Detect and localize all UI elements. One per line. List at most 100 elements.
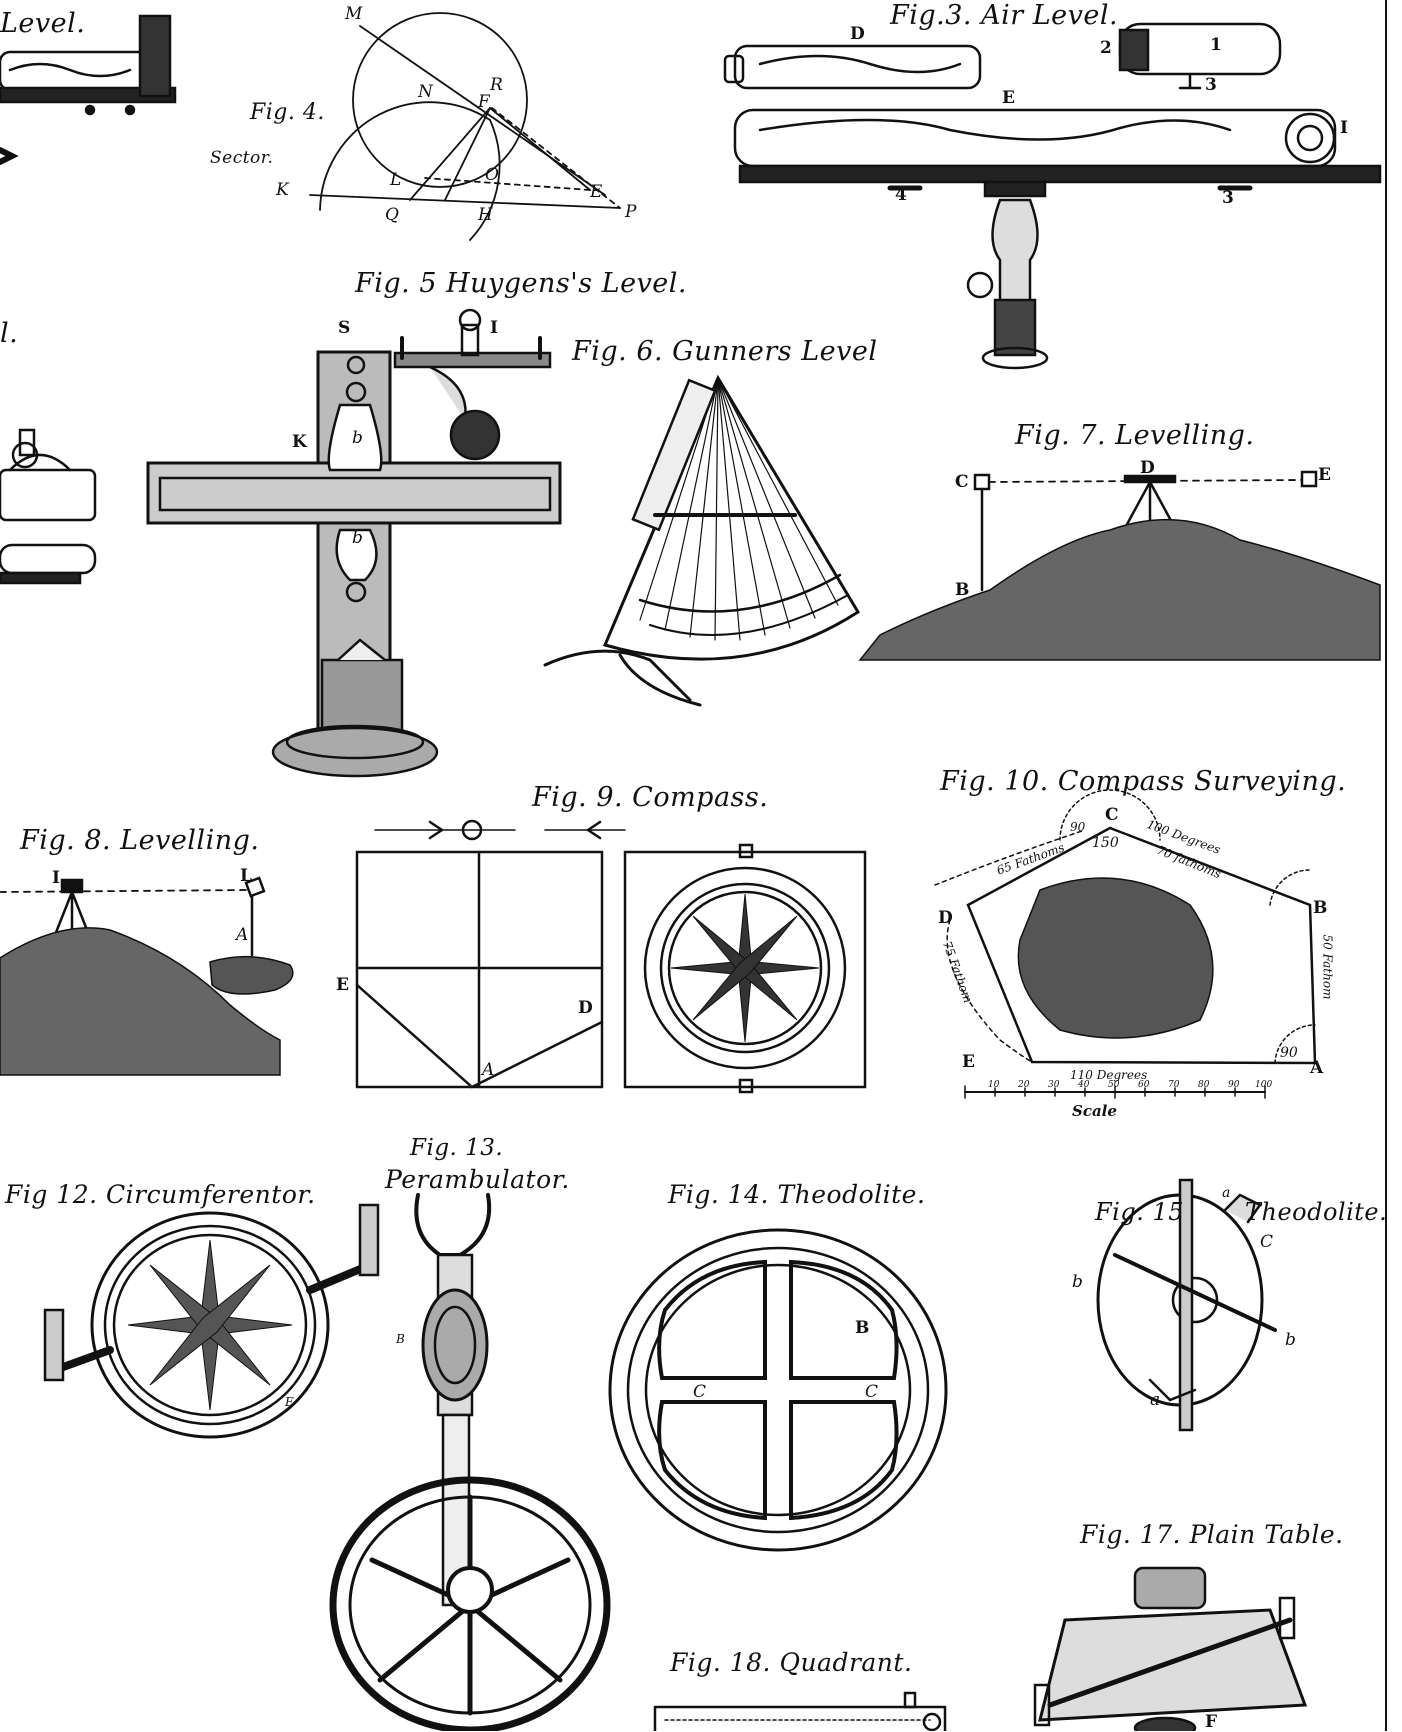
fig3-label-2: 2 [1100, 38, 1112, 58]
fig2-caption: l. [0, 318, 19, 349]
fig3-label-1: 1 [1210, 35, 1222, 55]
fig15-label-a1: a [1222, 1185, 1231, 1201]
fig4-label-p: P [625, 202, 637, 222]
fig10-angle-90-right: 90 [1280, 1045, 1298, 1061]
plate-border [1385, 0, 1387, 1731]
fig1-caption: Level. [0, 8, 86, 39]
fig3-label-4: 4 [895, 185, 907, 205]
fig7-caption: Fig. 7. Levelling. [1015, 420, 1255, 451]
fig8-label-i: I [52, 868, 60, 888]
fig15-label-a2: a [1150, 1390, 1161, 1410]
fig12-caption: Fig 12. Circumferentor. [5, 1180, 316, 1209]
fig13-label-b: B [396, 1332, 405, 1346]
fig8-label-a: A [236, 925, 249, 945]
fig4-subcaption: Sector. [210, 148, 274, 168]
fig9-caption: Fig. 9. Compass. [532, 782, 769, 813]
fig10-scale-tick-30: 30 [1048, 1080, 1060, 1090]
fig3-caption: Fig.3. Air Level. [890, 0, 1119, 31]
fig10-scale-tick-70: 70 [1168, 1080, 1180, 1090]
fig10-deg-110: 110 Degrees [1070, 1068, 1148, 1082]
fig3-air-level [723, 22, 1382, 370]
fig10-scale-tick-100: 100 [1255, 1080, 1273, 1090]
fig10-scale-tick-10: 10 [988, 1080, 1000, 1090]
fig9-label-d: D [578, 998, 593, 1018]
fig5-label-b1: b [352, 428, 363, 448]
fig17-caption: Fig. 17. Plain Table. [1080, 1520, 1344, 1549]
fig9-compass [355, 819, 867, 1094]
fig7-label-e: E [1318, 465, 1331, 485]
fig10-scale-label: Scale [1072, 1102, 1117, 1120]
fig10-label-d: D [938, 908, 953, 928]
fig4-label-m: M [345, 4, 363, 24]
fig10-label-b: B [1313, 898, 1328, 918]
fig4-label-n: N [418, 82, 433, 102]
fig9-label-a: A [482, 1060, 495, 1080]
fig5-label-i: I [490, 318, 498, 338]
fig5-label-k: K [292, 432, 307, 452]
fig14-caption: Fig. 14. Theodolite. [668, 1180, 926, 1209]
fig14-label-c1: C [693, 1382, 707, 1402]
fig15-label-c: C [1260, 1232, 1274, 1252]
fig3-label-3: 3 [1205, 75, 1217, 95]
fig14-label-b: B [855, 1318, 870, 1338]
fig1-level-fragment [0, 14, 177, 165]
fig2-fragment [0, 428, 97, 585]
fig7-levelling [858, 470, 1381, 661]
fig4-label-r: R [490, 75, 503, 95]
fig15-label-b1: b [1072, 1272, 1083, 1292]
fig4-label-h: H [478, 205, 493, 225]
fig10-angle-90-top: 90 [1070, 820, 1086, 834]
fig4-label-k: K [276, 180, 289, 200]
fig7-label-c: C [955, 472, 969, 492]
fig10-scale-tick-80: 80 [1198, 1080, 1210, 1090]
fig5-huygens-level [146, 308, 562, 778]
fig14-label-c2: C [865, 1382, 879, 1402]
fig13-perambulator [329, 1193, 611, 1731]
fig10-scale-tick-50: 50 [1108, 1080, 1120, 1090]
fig17-plain-table [1033, 1566, 1308, 1731]
fig10-scale-tick-60: 60 [1138, 1080, 1150, 1090]
fig10-compass-surveying [934, 789, 1317, 1099]
fig8-label-l: L [240, 866, 252, 886]
fig4-label-l: L [390, 170, 402, 190]
fig12-circumferentor [43, 1203, 380, 1439]
fig6-caption: Fig. 6. Gunners Level [572, 336, 878, 367]
fig17-label-f: F [1205, 1712, 1218, 1732]
fig9-label-e: E [336, 975, 349, 995]
fig5-caption: Fig. 5 Huygens's Level. [355, 268, 687, 299]
fig10-caption: Fig. 10. Compass Surveying. [940, 766, 1347, 797]
fig8-levelling [0, 876, 294, 1076]
fig4-caption: Fig. 4. [250, 100, 325, 125]
fig4-label-o: O [485, 165, 499, 185]
fig13-caption: Fig. 13. [410, 1135, 504, 1161]
fig3-label-d: D [850, 24, 865, 44]
fig15-theodolite [1096, 1178, 1277, 1432]
fig4-label-f: F [478, 92, 490, 112]
fig15-subcaption: Theodolite. [1245, 1198, 1388, 1226]
fig5-label-s: S [338, 318, 351, 338]
fig10-angle-150: 150 [1092, 835, 1119, 851]
fig18-caption: Fig. 18. Quadrant. [670, 1648, 913, 1677]
fig12-label-e: E [285, 1395, 294, 1409]
fig10-label-a: A [1310, 1058, 1324, 1078]
fig7-label-b: B [955, 580, 970, 600]
fig7-label-d: D [1140, 458, 1155, 478]
fig18-quadrant [653, 1691, 947, 1731]
fig4-label-q: Q [385, 205, 399, 225]
fig4-sector-diagram [309, 12, 621, 241]
fig14-theodolite [608, 1228, 948, 1552]
fig10-label-c: C [1105, 805, 1119, 825]
fig15-label-b2: b [1285, 1330, 1296, 1350]
fig8-caption: Fig. 8. Levelling. [20, 825, 260, 856]
fig4-label-e: E [590, 182, 603, 202]
fig10-scale-tick-20: 20 [1018, 1080, 1030, 1090]
fig13-subcaption: Perambulator. [385, 1165, 570, 1194]
fig10-label-e: E [962, 1052, 975, 1072]
fig5-label-b2: b [352, 528, 363, 548]
fig3-label-3b: 3 [1222, 188, 1234, 208]
fig6-gunners-level [543, 374, 861, 707]
fig10-fath-50: 50 Fathom [1320, 934, 1335, 1000]
fig10-scale-tick-40: 40 [1078, 1080, 1090, 1090]
